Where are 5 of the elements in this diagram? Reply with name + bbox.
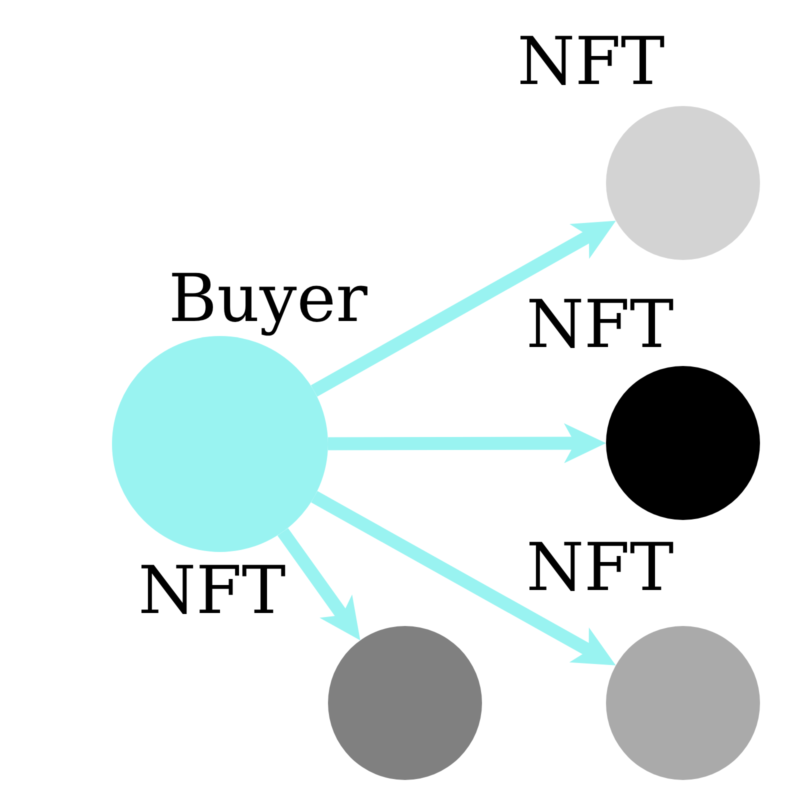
- node-label: NFT: [526, 535, 674, 601]
- node-label: NFT: [138, 558, 286, 624]
- node-label: NFT: [526, 292, 674, 358]
- node-label: NFT: [517, 29, 665, 95]
- arrow: [328, 423, 606, 464]
